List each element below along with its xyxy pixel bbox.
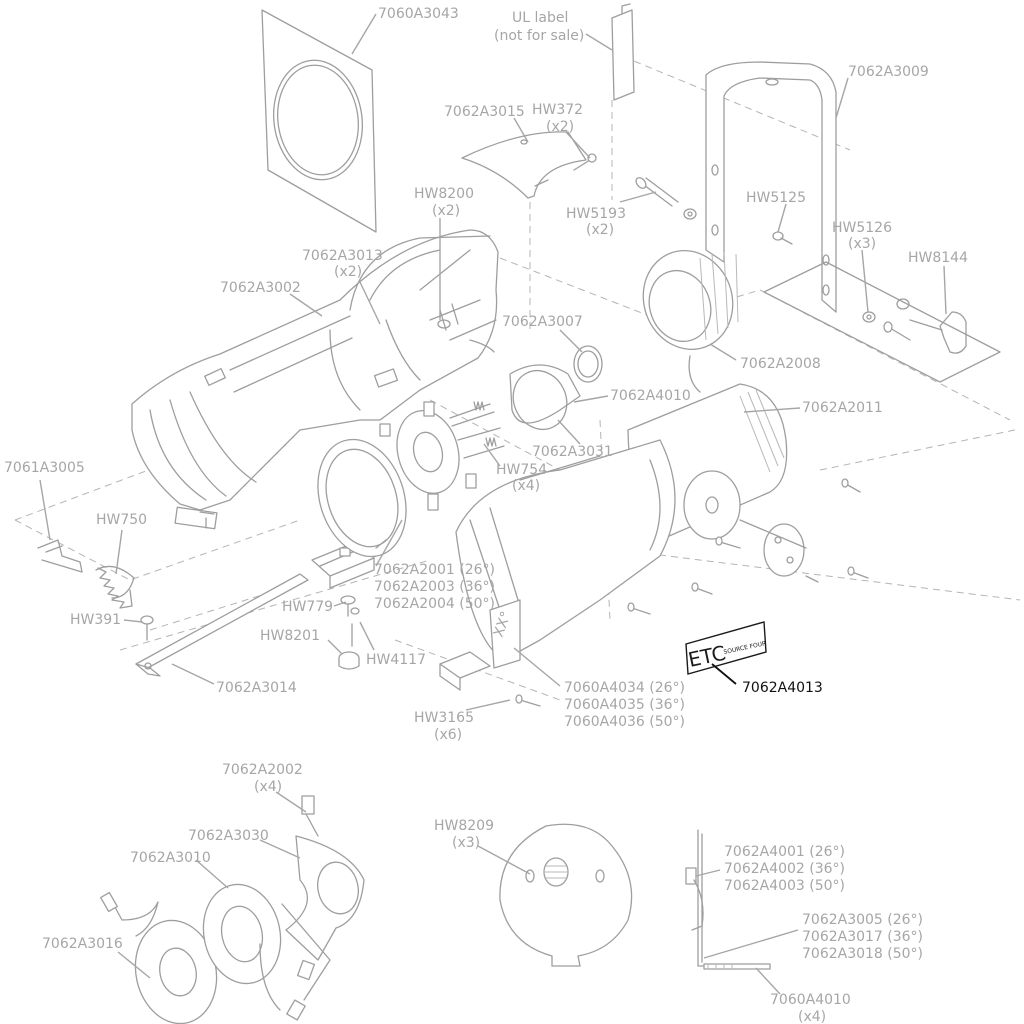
- label-hw779: HW779: [282, 599, 333, 615]
- label-7060A4034: 7060A4034 (26°): [564, 680, 685, 696]
- label-ul: UL label: [512, 10, 568, 26]
- label-7062A3017: 7062A3017 (36°): [802, 929, 923, 945]
- label-7062A3014: 7062A3014: [216, 680, 297, 696]
- label-hw372: HW372: [532, 102, 583, 118]
- label-7062A2003: 7062A2003 (36°): [374, 579, 495, 595]
- label-7062A3018: 7062A3018 (50°): [802, 946, 923, 962]
- lens-ring-7062A2001[interactable]: [304, 428, 421, 568]
- label-7061A3005: 7061A3005: [4, 460, 85, 476]
- top-cover-7062A3015[interactable]: [461, 131, 587, 199]
- ring-7062A3007[interactable]: [573, 345, 603, 383]
- label-hw5126: HW5126: [832, 220, 892, 236]
- rail-7062A3014[interactable]: [135, 573, 309, 677]
- label-7060A3043: 7060A3043: [378, 6, 459, 22]
- color-frame-7060A3043[interactable]: [261, 9, 377, 233]
- label-7062A3002: 7062A3002: [220, 280, 301, 296]
- rear-plate[interactable]: [739, 519, 807, 577]
- bolt-hw5193[interactable]: [634, 176, 697, 220]
- label-7062A2011: 7062A2011: [802, 400, 883, 416]
- label-7062A4002: 7062A4002 (36°): [724, 861, 845, 877]
- yoke-bracket-plane: [763, 261, 1001, 383]
- label-hw754: HW754: [496, 462, 547, 478]
- yoke-7062A3009[interactable]: [705, 61, 837, 313]
- label-hw3165: HW3165: [414, 710, 474, 726]
- label-7062A2002-qty: (x4): [254, 779, 282, 795]
- bolt-hw5125[interactable]: [772, 231, 793, 245]
- screw-hw391[interactable]: [140, 615, 154, 641]
- label-hw4117: HW4117: [366, 652, 426, 668]
- label-7062A3015: 7062A3015: [444, 104, 525, 120]
- label-7062A2002: 7062A2002: [222, 762, 303, 778]
- label-7062A3009: 7062A3009: [848, 64, 929, 80]
- label-7062A2001: 7062A2001 (26°): [374, 562, 495, 578]
- label-7062A3030: 7062A3030: [188, 828, 269, 844]
- label-7062A3013-qty: (x2): [334, 264, 362, 280]
- shutter-7062A3016[interactable]: [100, 891, 226, 1024]
- label-hw754-qty: (x4): [512, 478, 540, 494]
- leader-lines: [39, 13, 947, 995]
- label-7060A4035: 7060A4035 (36°): [564, 697, 685, 713]
- knob-hw8201[interactable]: [338, 623, 360, 670]
- part-labels: 7060A3043 UL label (not for sale) 7062A3…: [4, 6, 968, 1024]
- label-hw5125: HW5125: [746, 190, 806, 206]
- screw-hw779[interactable]: [340, 595, 360, 617]
- spring-hw750[interactable]: [95, 565, 135, 609]
- lens-tube-7060A4034[interactable]: XX°: [455, 439, 676, 669]
- label-hw750: HW750: [96, 512, 147, 528]
- lamp-housing-7062A3002[interactable]: [131, 229, 499, 530]
- label-7060A4036: 7060A4036 (50°): [564, 714, 685, 730]
- label-hw3165-qty: (x6): [434, 727, 462, 743]
- plate-hw8209[interactable]: [499, 823, 633, 967]
- label-7062A3007: 7062A3007: [502, 314, 583, 330]
- label-7062A3016: 7062A3016: [42, 936, 123, 952]
- etc-label-7062A4013[interactable]: ETC SOURCE FOUR: [685, 621, 767, 675]
- shutter-plate[interactable]: [379, 401, 477, 511]
- label-7062A4010: 7062A4010: [610, 388, 691, 404]
- screw-hw372[interactable]: [573, 153, 597, 171]
- label-hw5126-qty: (x3): [848, 236, 876, 252]
- shutter-7062A3030[interactable]: [281, 795, 365, 1021]
- label-7060A4010: 7060A4010: [770, 992, 851, 1008]
- shutter-7062A3010[interactable]: [194, 877, 289, 1011]
- label-7062A3031: 7062A3031: [532, 444, 613, 460]
- crank-7061A3005[interactable]: [37, 539, 83, 573]
- label-hw372-qty: (x2): [546, 119, 574, 135]
- label-hw391: HW391: [70, 612, 121, 628]
- label-ul-note: (not for sale): [494, 28, 584, 44]
- screws-hw3165[interactable]: [515, 478, 869, 707]
- label-7062A3013: 7062A3013: [302, 248, 383, 264]
- label-7062A4001: 7062A4001 (26°): [724, 844, 845, 860]
- label-hw5193-qty: (x2): [586, 222, 614, 238]
- springs-hw754[interactable]: [449, 401, 505, 459]
- reflector-7062A4010[interactable]: [504, 362, 581, 438]
- ul-label-part[interactable]: [611, 3, 635, 101]
- label-hw8209: HW8209: [434, 818, 494, 834]
- label-7062A2008: 7062A2008: [740, 356, 821, 372]
- label-hw5193: HW5193: [566, 206, 626, 222]
- lamp-cap-7062A2008[interactable]: [630, 238, 747, 393]
- label-hw8200-qty: (x2): [432, 203, 460, 219]
- label-hw8200: HW8200: [414, 186, 474, 202]
- label-7060A4010-qty: (x4): [798, 1009, 826, 1024]
- label-7062A3005: 7062A3005 (26°): [802, 912, 923, 928]
- label-7062A2004: 7062A2004 (50°): [374, 596, 495, 612]
- label-hw8201: HW8201: [260, 628, 320, 644]
- label-7062A4013: 7062A4013: [742, 680, 823, 696]
- knob-hw8144[interactable]: [909, 311, 967, 354]
- washer-hw5126[interactable]: [862, 298, 911, 341]
- label-7062A3010: 7062A3010: [130, 850, 211, 866]
- label-hw8209-qty: (x3): [452, 835, 480, 851]
- label-hw8144: HW8144: [908, 250, 968, 266]
- lens-clamp[interactable]: [439, 651, 491, 691]
- label-7062A4003: 7062A4003 (50°): [724, 878, 845, 894]
